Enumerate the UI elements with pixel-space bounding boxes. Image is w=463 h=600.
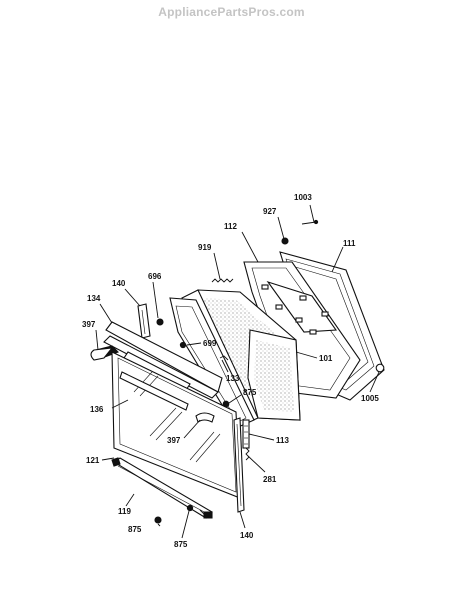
leader-lines — [95, 204, 380, 539]
outer-door-glass — [111, 351, 241, 499]
callout-119: 119 — [118, 507, 131, 516]
callout-875-bottom: 875 — [174, 540, 188, 549]
callout-696: 696 — [148, 272, 162, 281]
callout-112: 112 — [224, 222, 237, 231]
door-hinge — [242, 419, 250, 449]
callout-labels: 1003 927 112 111 919 696 140 134 397 699… — [82, 193, 379, 549]
callout-136: 136 — [90, 405, 104, 414]
callout-121: 121 — [86, 456, 100, 465]
callout-397-top: 397 — [82, 320, 96, 329]
callout-397-bottom: 397 — [167, 436, 181, 445]
callout-919: 919 — [198, 243, 212, 252]
watermark: AppliancePartsPros.com — [158, 5, 305, 19]
callout-281: 281 — [263, 475, 277, 484]
side-trim-bracket-top — [137, 303, 151, 339]
callout-1003: 1003 — [294, 193, 312, 202]
callout-1005: 1005 — [361, 394, 379, 403]
callout-111: 111 — [343, 239, 356, 248]
callout-140-top: 140 — [112, 279, 126, 288]
callout-927: 927 — [263, 207, 277, 216]
callout-875-left: 875 — [128, 525, 142, 534]
callout-699: 699 — [203, 339, 217, 348]
hardware-fasteners — [154, 219, 385, 524]
callout-134: 134 — [87, 294, 101, 303]
callout-113: 113 — [276, 436, 289, 445]
callout-875-upper: 875 — [243, 388, 257, 397]
door-handle-assembly — [90, 321, 223, 399]
side-trim-bracket-bottom — [233, 417, 245, 513]
callout-101: 101 — [319, 354, 333, 363]
bottom-trim-strip — [111, 457, 213, 519]
callout-140-bottom: 140 — [240, 531, 254, 540]
door-liner-frame — [243, 261, 361, 399]
callout-133: 133 — [226, 374, 240, 383]
